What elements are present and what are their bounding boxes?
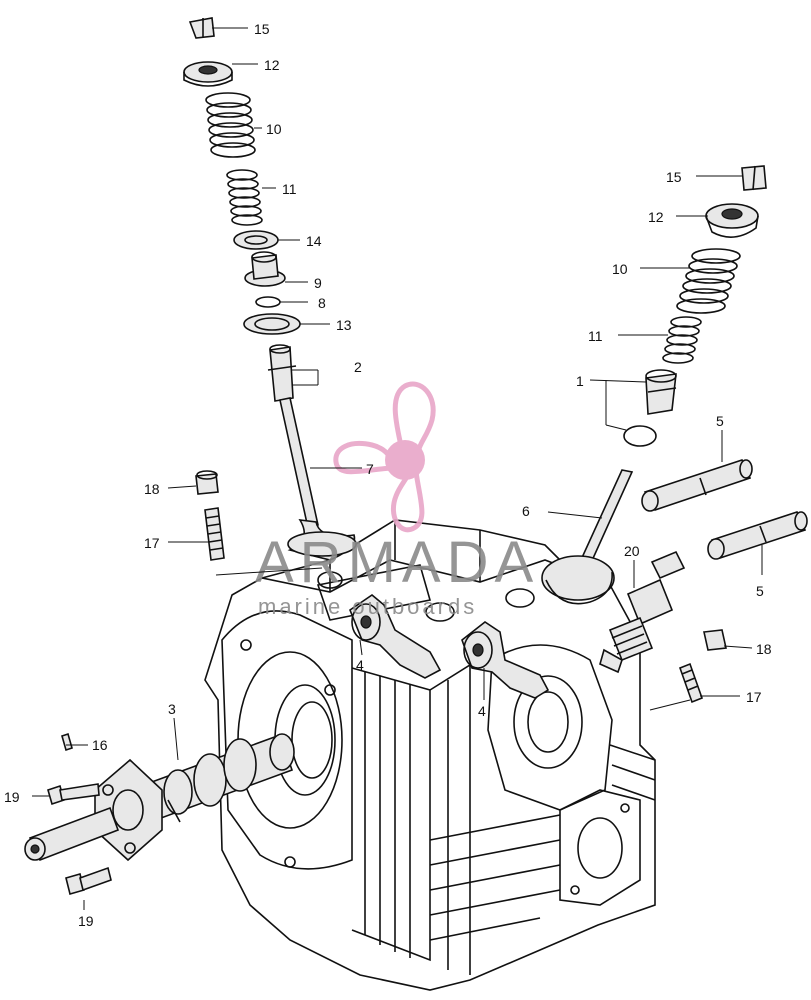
- callout-2: 2: [354, 359, 362, 375]
- watermark-brand: ARMADA: [255, 530, 539, 595]
- callout-13: 13: [336, 317, 352, 333]
- knock-pin: [61, 732, 73, 752]
- rocker-arm-left: [349, 593, 442, 679]
- exhaust-valve: [541, 469, 634, 605]
- callout-12-right: 12: [648, 209, 664, 225]
- cap-nut-left: [195, 470, 219, 495]
- valve-cotter-left: [188, 17, 215, 39]
- valve-retainer-left: [183, 61, 233, 87]
- callout-15-right: 15: [666, 169, 682, 185]
- callout-19-upper: 19: [4, 789, 20, 805]
- guide-o-ring-right: [623, 425, 657, 447]
- rocker-shaft-lower: [707, 511, 808, 560]
- callout-labels: 15 12 10 11 14 9 8 13 2 7 18 17 15 12 10…: [4, 21, 772, 929]
- leader-lines: [32, 27, 763, 910]
- armada-watermark: ARMADA marine outboards: [255, 381, 539, 619]
- callout-17-right: 17: [746, 689, 762, 705]
- callout-5-upper: 5: [716, 413, 724, 429]
- valve-cotter-right: [741, 165, 767, 191]
- callout-4-left: 4: [356, 657, 364, 673]
- callout-11-right: 11: [588, 328, 603, 344]
- valve-guide-right: [645, 369, 677, 415]
- callout-4-right: 4: [478, 703, 486, 719]
- callout-16: 16: [92, 737, 108, 753]
- guide-sleeve-left: [267, 344, 297, 402]
- propeller-logo: [333, 381, 436, 533]
- cylinder-head: [204, 519, 656, 991]
- valve-guide-left: [244, 251, 286, 287]
- callout-7: 7: [366, 461, 374, 477]
- cap-nut-right: [703, 629, 727, 651]
- callout-12-left: 12: [264, 57, 280, 73]
- callout-17-left: 17: [144, 535, 160, 551]
- bolt-lower: [65, 866, 112, 895]
- valve-spring-inner-left: [226, 169, 263, 226]
- valve-retainer-right: [705, 203, 759, 238]
- spark-plug: [599, 550, 686, 674]
- camshaft: [128, 733, 295, 831]
- valve-seat-ring-left: [243, 313, 301, 335]
- callout-18-right: 18: [756, 641, 772, 657]
- stud-bolt-left: [204, 507, 225, 561]
- spring-seat-washer-left: [233, 230, 279, 250]
- rocker-shaft-upper: [641, 459, 753, 512]
- callout-20: 20: [624, 543, 640, 559]
- callout-10-right: 10: [612, 261, 628, 277]
- callout-1: 1: [576, 373, 584, 389]
- valve-spring-inner-right: [662, 316, 702, 364]
- rocker-arm-right: [461, 621, 550, 699]
- camshaft-end: [24, 806, 120, 862]
- callout-3: 3: [168, 701, 176, 717]
- callout-6: 6: [522, 503, 530, 519]
- callout-15-left: 15: [254, 21, 270, 37]
- callout-8: 8: [318, 295, 326, 311]
- callout-19-lower: 19: [78, 913, 94, 929]
- intake-valve: [279, 397, 357, 561]
- camshaft-holder: [94, 758, 163, 862]
- valve-spring-outer-left: [205, 92, 256, 158]
- callout-18-left: 18: [144, 481, 160, 497]
- callout-5-lower: 5: [756, 583, 764, 599]
- bolt-upper: [47, 783, 100, 806]
- callout-11-left: 11: [282, 181, 297, 197]
- stud-bolt-right: [678, 662, 704, 704]
- watermark-tagline: marine outboards: [258, 594, 477, 619]
- valve-spring-outer-right: [676, 248, 741, 314]
- callout-10-left: 10: [266, 121, 282, 137]
- callout-9: 9: [314, 275, 322, 291]
- callout-14: 14: [306, 233, 322, 249]
- guide-o-ring-left: [255, 296, 281, 308]
